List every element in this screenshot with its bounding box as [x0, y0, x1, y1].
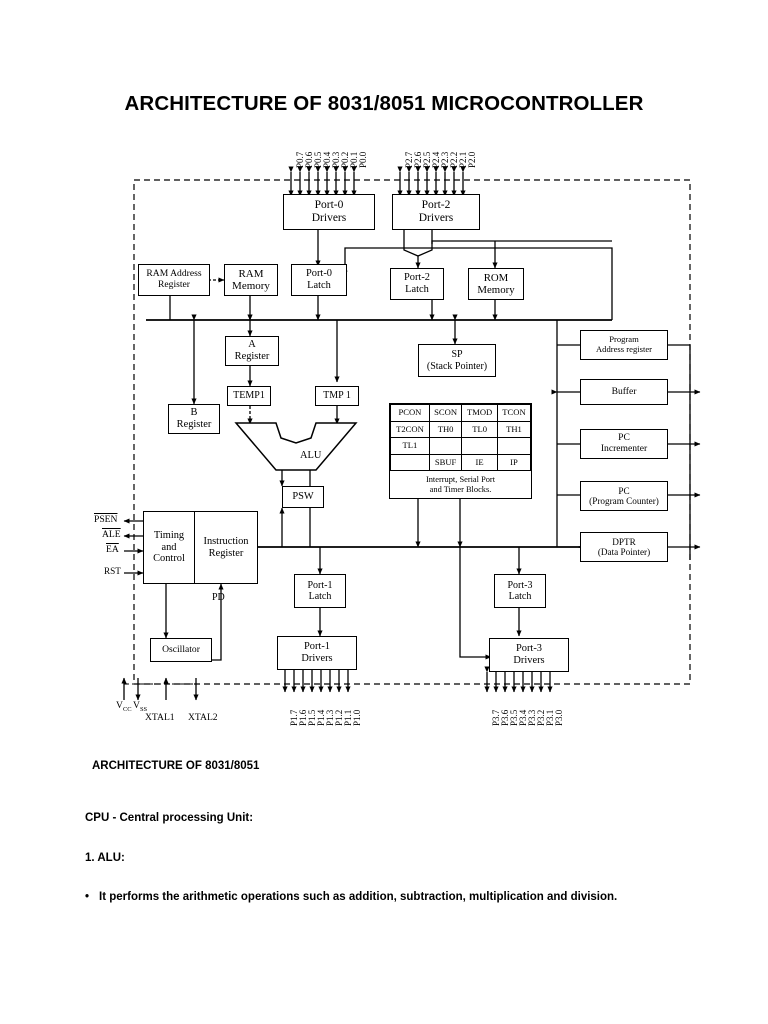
page-title: ARCHITECTURE OF 8031/8051 MICROCONTROLLE…	[124, 92, 644, 115]
sfr-cell-tl0: TL0	[461, 420, 498, 439]
diagram-blocks: Port-0 Drivers Port-2 Drivers RAM Addres…	[94, 151, 668, 726]
sfr-cell-blank-1	[428, 437, 463, 455]
ale-signal-label: ALE	[102, 529, 121, 540]
block-port3-latch: Port-3 Latch	[494, 574, 546, 608]
block-instruction-register: Instruction Register	[195, 511, 258, 584]
block-b-register: B Register	[168, 404, 220, 434]
sfr-register-table: PCON SCON TMOD TCON T2CON TH0 TL0 TH1 TL…	[389, 403, 532, 499]
sfr-cell-blank-2	[461, 437, 498, 455]
block-port0-drivers: Port-0 Drivers	[283, 194, 375, 230]
block-a-register: A Register	[225, 336, 279, 366]
diagram-wires	[121, 166, 701, 701]
sfr-cell-pcon: PCON	[390, 404, 430, 422]
pin-label-p3-0: P3.0	[554, 709, 564, 726]
sfr-cell-tcon: TCON	[496, 404, 532, 422]
block-port1-drivers: Port-1 Drivers	[277, 636, 357, 670]
pin-label-p0-0: P0.0	[358, 151, 368, 168]
sfr-table-caption: Interrupt, Serial Port and Timer Blocks.	[390, 470, 531, 498]
block-program-address-register: Program Address register	[580, 330, 668, 360]
architecture-block-diagram: Port-0 Drivers Port-2 Drivers RAM Addres…	[94, 151, 701, 726]
block-port2-drivers: Port-2 Drivers	[392, 194, 480, 230]
block-port2-latch: Port-2 Latch	[390, 268, 444, 300]
sfr-cell-scon: SCON	[428, 404, 463, 422]
body-bullet-item: • It performs the arithmetic operations …	[85, 891, 685, 903]
block-buffer: Buffer	[580, 379, 668, 405]
block-timing-and-control: Timing and Control	[143, 511, 195, 584]
block-port3-drivers: Port-3 Drivers	[489, 638, 569, 672]
sfr-cell-th0: TH0	[428, 420, 463, 439]
table-row: T2CON TH0 TL0 TH1	[390, 420, 532, 439]
pin-label-p2-0: P2.0	[467, 151, 477, 168]
pd-label: PD	[212, 592, 225, 603]
block-port0-latch: Port-0 Latch	[291, 264, 347, 296]
body-section-cpu: CPU - Central processing Unit:	[85, 812, 254, 824]
block-oscillator: Oscillator	[150, 638, 212, 662]
rst-signal-label: RST	[104, 566, 121, 576]
sfr-cell-ie: IE	[461, 453, 498, 472]
pin-label-p1-0: P1.0	[352, 709, 362, 726]
block-ram-memory: RAM Memory	[224, 264, 278, 296]
block-rom-memory: ROM Memory	[468, 268, 524, 300]
table-row: PCON SCON TMOD TCON	[390, 404, 532, 422]
xtal1-label: XTAL1	[145, 712, 175, 723]
sfr-cell-ip: IP	[496, 453, 532, 472]
block-dptr: DPTR (Data Pointer)	[580, 532, 668, 562]
alu-label: ALU	[300, 450, 322, 461]
block-pc-incrementer: PC Incrementer	[580, 429, 668, 459]
block-tmp1: TMP 1	[315, 386, 359, 406]
block-port1-latch: Port-1 Latch	[294, 574, 346, 608]
alu-shape	[234, 422, 358, 471]
bullet-point-icon: •	[85, 891, 90, 903]
xtal2-label: XTAL2	[188, 712, 218, 723]
body-bullet-text: It performs the arithmetic operations su…	[99, 891, 618, 903]
sfr-cell-tmod: TMOD	[461, 404, 498, 422]
table-row: Interrupt, Serial Port and Timer Blocks.	[390, 470, 531, 498]
ea-signal-label: EA	[106, 544, 119, 555]
sfr-cell-th1: TH1	[496, 420, 532, 439]
body-heading: ARCHITECTURE OF 8031/8051	[92, 760, 260, 772]
block-stack-pointer: SP (Stack Pointer)	[418, 344, 496, 377]
sfr-cell-tl1: TL1	[390, 437, 430, 455]
sfr-cell-blank-3	[496, 437, 532, 455]
block-program-counter: PC (Program Counter)	[580, 481, 668, 511]
table-row: SBUF IE IP	[390, 453, 532, 472]
block-ram-address-register: RAM Address Register	[138, 264, 210, 296]
psen-signal-label: PSEN	[94, 514, 118, 525]
body-section-alu: 1. ALU:	[85, 852, 125, 864]
block-psw: PSW	[282, 486, 324, 508]
sfr-cell-t2con: T2CON	[390, 420, 430, 439]
block-temp1: TEMP1	[227, 386, 271, 406]
vss-label: VSS	[133, 700, 148, 713]
vcc-label: VCC	[116, 700, 132, 713]
sfr-cell-sbuf: SBUF	[428, 453, 463, 472]
sfr-cell-blank-4	[390, 453, 430, 472]
table-row: TL1	[390, 437, 532, 455]
